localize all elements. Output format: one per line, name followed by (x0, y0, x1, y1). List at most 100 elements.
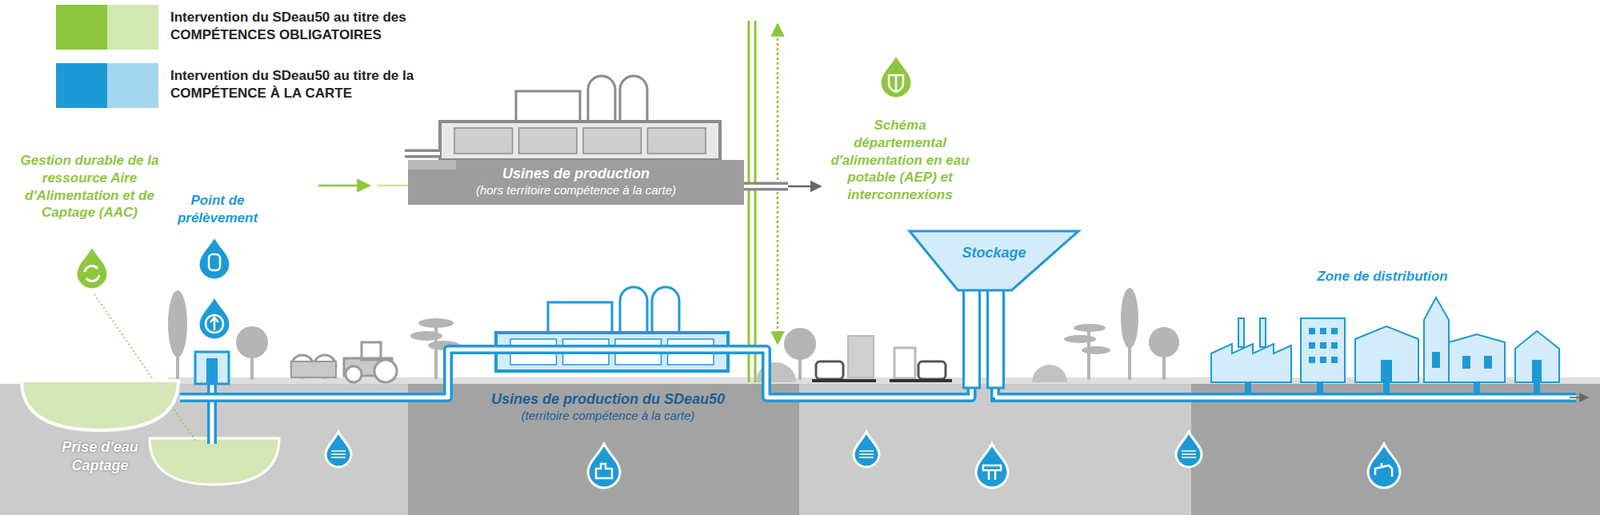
illustration-part (620, 287, 648, 336)
production-plant: Usines de production du SDeau50(territoi… (464, 289, 752, 432)
illustration-part (1355, 326, 1419, 383)
illustration-part (1320, 356, 1327, 364)
illustration-part (1320, 342, 1327, 349)
illustration-part (76, 245, 108, 290)
illustration-part (1331, 356, 1338, 364)
illustration-part (1316, 382, 1324, 394)
droplet-icon (588, 444, 620, 488)
illustration-part (1260, 318, 1266, 348)
illustration-part (1120, 288, 1139, 349)
illustration-part (880, 54, 912, 99)
illustration-part (408, 384, 800, 515)
droplet-icon (198, 236, 231, 280)
water-tower: Stockage (908, 229, 1080, 388)
illustration-part (440, 121, 720, 160)
illustration-part (208, 254, 220, 271)
illustration-part (1211, 297, 1560, 383)
illustration-part (318, 184, 370, 188)
illustration-part (198, 296, 231, 340)
node-title: Usines de production du SDeau50 (491, 390, 725, 409)
illustration-part (964, 287, 980, 388)
pipe-outline (752, 349, 972, 398)
illustration-part (799, 384, 1192, 515)
illustration-part (894, 348, 916, 379)
legend-entry: Intervention du SDeau50 au titre de la C… (56, 63, 456, 108)
illustration-part (859, 456, 874, 459)
illustration-part (990, 392, 1576, 403)
illustration-part (596, 464, 612, 479)
pipe-core (752, 349, 972, 398)
illustration-part (888, 75, 904, 92)
illustration-part (1176, 432, 1202, 468)
label-box: Schéma départemental d'alimentation en e… (828, 116, 972, 204)
illustration-part (1064, 335, 1096, 344)
illustration-part (853, 432, 880, 468)
illustration-part (291, 361, 336, 378)
illustration-part (86, 275, 100, 282)
illustration-part (76, 54, 1400, 488)
illustration-part (454, 128, 513, 154)
illustration-part (889, 379, 952, 383)
illustration-part (464, 348, 752, 352)
illustration-part (1533, 382, 1540, 394)
illustration-part (859, 453, 874, 456)
illustration-part (195, 352, 229, 384)
illustration-part (331, 456, 346, 459)
illustration-part (325, 432, 352, 468)
legend-text: Intervention du SDeau50 au titre des COM… (170, 8, 427, 44)
node-subtitle: (hors territoire compétence à la carte) (476, 183, 676, 199)
label-box: Gestion durable de la ressource Aire d'A… (13, 152, 166, 222)
illustration-part (1368, 444, 1400, 488)
illustration-part (84, 265, 98, 272)
illustration-part (207, 376, 217, 444)
illustration-part (788, 185, 821, 188)
illustration-part (1331, 328, 1338, 335)
illustration-part (1473, 382, 1480, 394)
callout-label: Schéma départemental d'alimentation en e… (828, 116, 972, 204)
illustration-part (1128, 344, 1132, 380)
illustration-part (1181, 456, 1196, 459)
droplet-icon (76, 245, 108, 290)
illustration-part (1331, 342, 1338, 349)
illustration-part (1375, 463, 1392, 477)
water-pipe (180, 349, 464, 398)
label-box: Zone de distribution (1286, 268, 1479, 286)
illustration-part (1244, 382, 1252, 394)
illustration-part (168, 290, 188, 358)
illustration-part (1308, 328, 1316, 335)
illustration-part (1181, 453, 1196, 456)
droplet-icon (198, 296, 231, 340)
callout-label: Gestion durable de la ressource Aire d'A… (13, 152, 166, 222)
illustration-part (377, 184, 408, 188)
illustration-part (588, 76, 616, 125)
illustration-part (548, 302, 612, 336)
illustration-part (1484, 356, 1492, 369)
illustration-part (588, 444, 620, 488)
water-pipe (752, 349, 972, 398)
illustration-part (816, 361, 844, 380)
illustration-part (909, 231, 1079, 291)
illustration-part (859, 450, 874, 452)
illustration-part (1181, 450, 1196, 452)
legend-swatch (56, 4, 159, 50)
illustration-part (812, 379, 876, 383)
illustration-part (374, 360, 397, 383)
illustration-part (1248, 382, 1537, 394)
production-plant: Usines de production(hors territoire com… (408, 76, 744, 205)
illustration-part (1300, 318, 1345, 383)
illustration-part (198, 236, 231, 280)
illustration-part (754, 20, 757, 383)
node-title: Usines de production (502, 164, 650, 184)
droplet-icon (325, 432, 352, 468)
illustration-part (519, 128, 578, 154)
illustration-part (404, 152, 440, 156)
illustration-part (331, 453, 346, 456)
illustration-part (149, 438, 280, 485)
illustration-part (798, 352, 802, 380)
illustration-part (345, 366, 362, 383)
illustration-part (1238, 318, 1244, 348)
node-title: Prise d'eau Captage (48, 438, 152, 475)
illustration-part (652, 287, 680, 336)
node-subtitle: (territoire compétence à la carte) (521, 408, 696, 424)
